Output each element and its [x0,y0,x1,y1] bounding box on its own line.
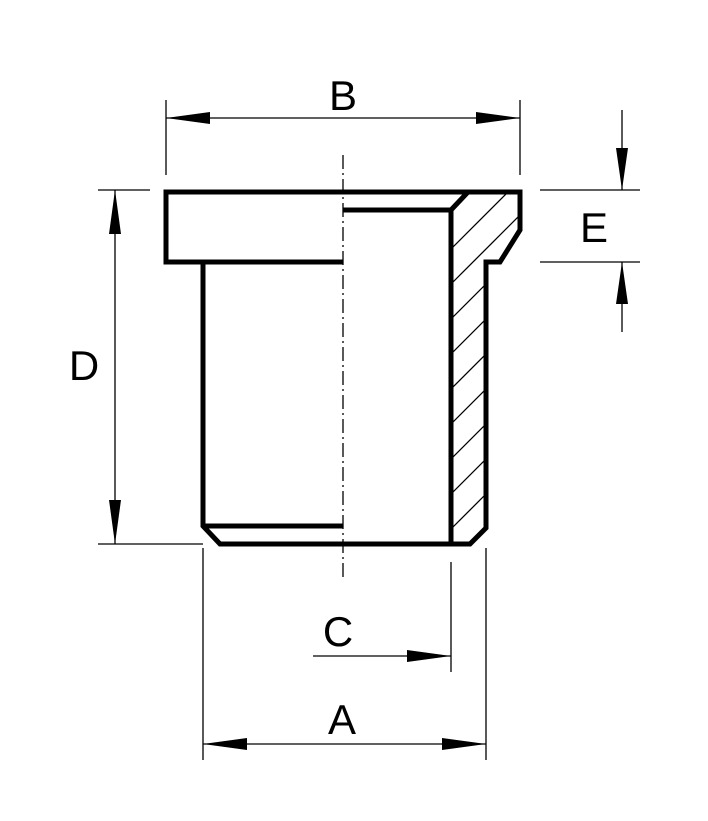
arrow-icon [476,112,520,124]
arrow-icon [616,148,628,190]
dimension-b-label: B [329,72,357,119]
dimension-c: C [313,562,452,672]
outer-profile [163,189,523,547]
dimension-d: D [69,189,203,545]
dimension-a: A [202,548,487,760]
section-hatching [451,192,520,544]
arrow-icon [109,500,121,544]
dimension-e: E [540,110,640,332]
dimension-d-label: D [69,342,99,389]
arrow-icon [616,262,628,304]
arrow-icon [407,650,451,662]
dimension-c-label: C [323,608,353,655]
dimension-e-label: E [580,204,608,251]
arrow-icon [203,738,247,750]
arrow-icon [109,190,121,234]
bore-profile [343,207,454,544]
dimension-b: B [165,72,521,175]
dimension-a-label: A [328,696,356,743]
bore-chamfer [449,190,470,212]
arrow-icon [442,738,486,750]
part-outline [163,189,523,547]
arrow-icon [166,112,210,124]
